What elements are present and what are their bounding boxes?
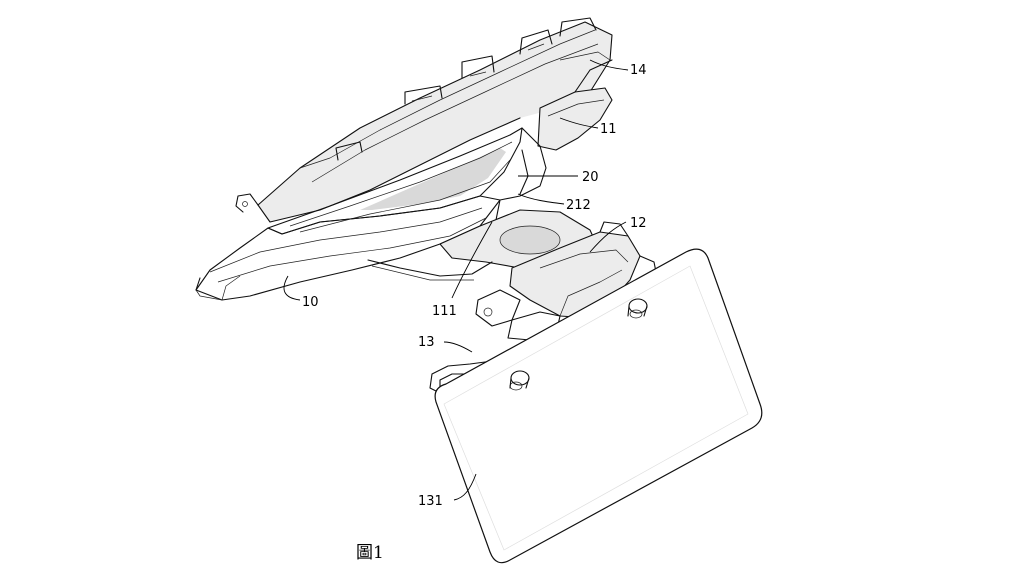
label-111: 111 — [432, 304, 457, 319]
label-12: 12 — [630, 216, 647, 231]
label-10: 10 — [302, 295, 319, 310]
label-13: 13 — [418, 335, 435, 350]
figure-caption: 圖1 — [356, 538, 384, 563]
label-11: 11 — [600, 122, 617, 137]
label-20: 20 — [582, 170, 599, 185]
label-212: 212 — [566, 198, 591, 213]
label-14: 14 — [630, 63, 647, 78]
label-131: 131 — [418, 494, 443, 509]
